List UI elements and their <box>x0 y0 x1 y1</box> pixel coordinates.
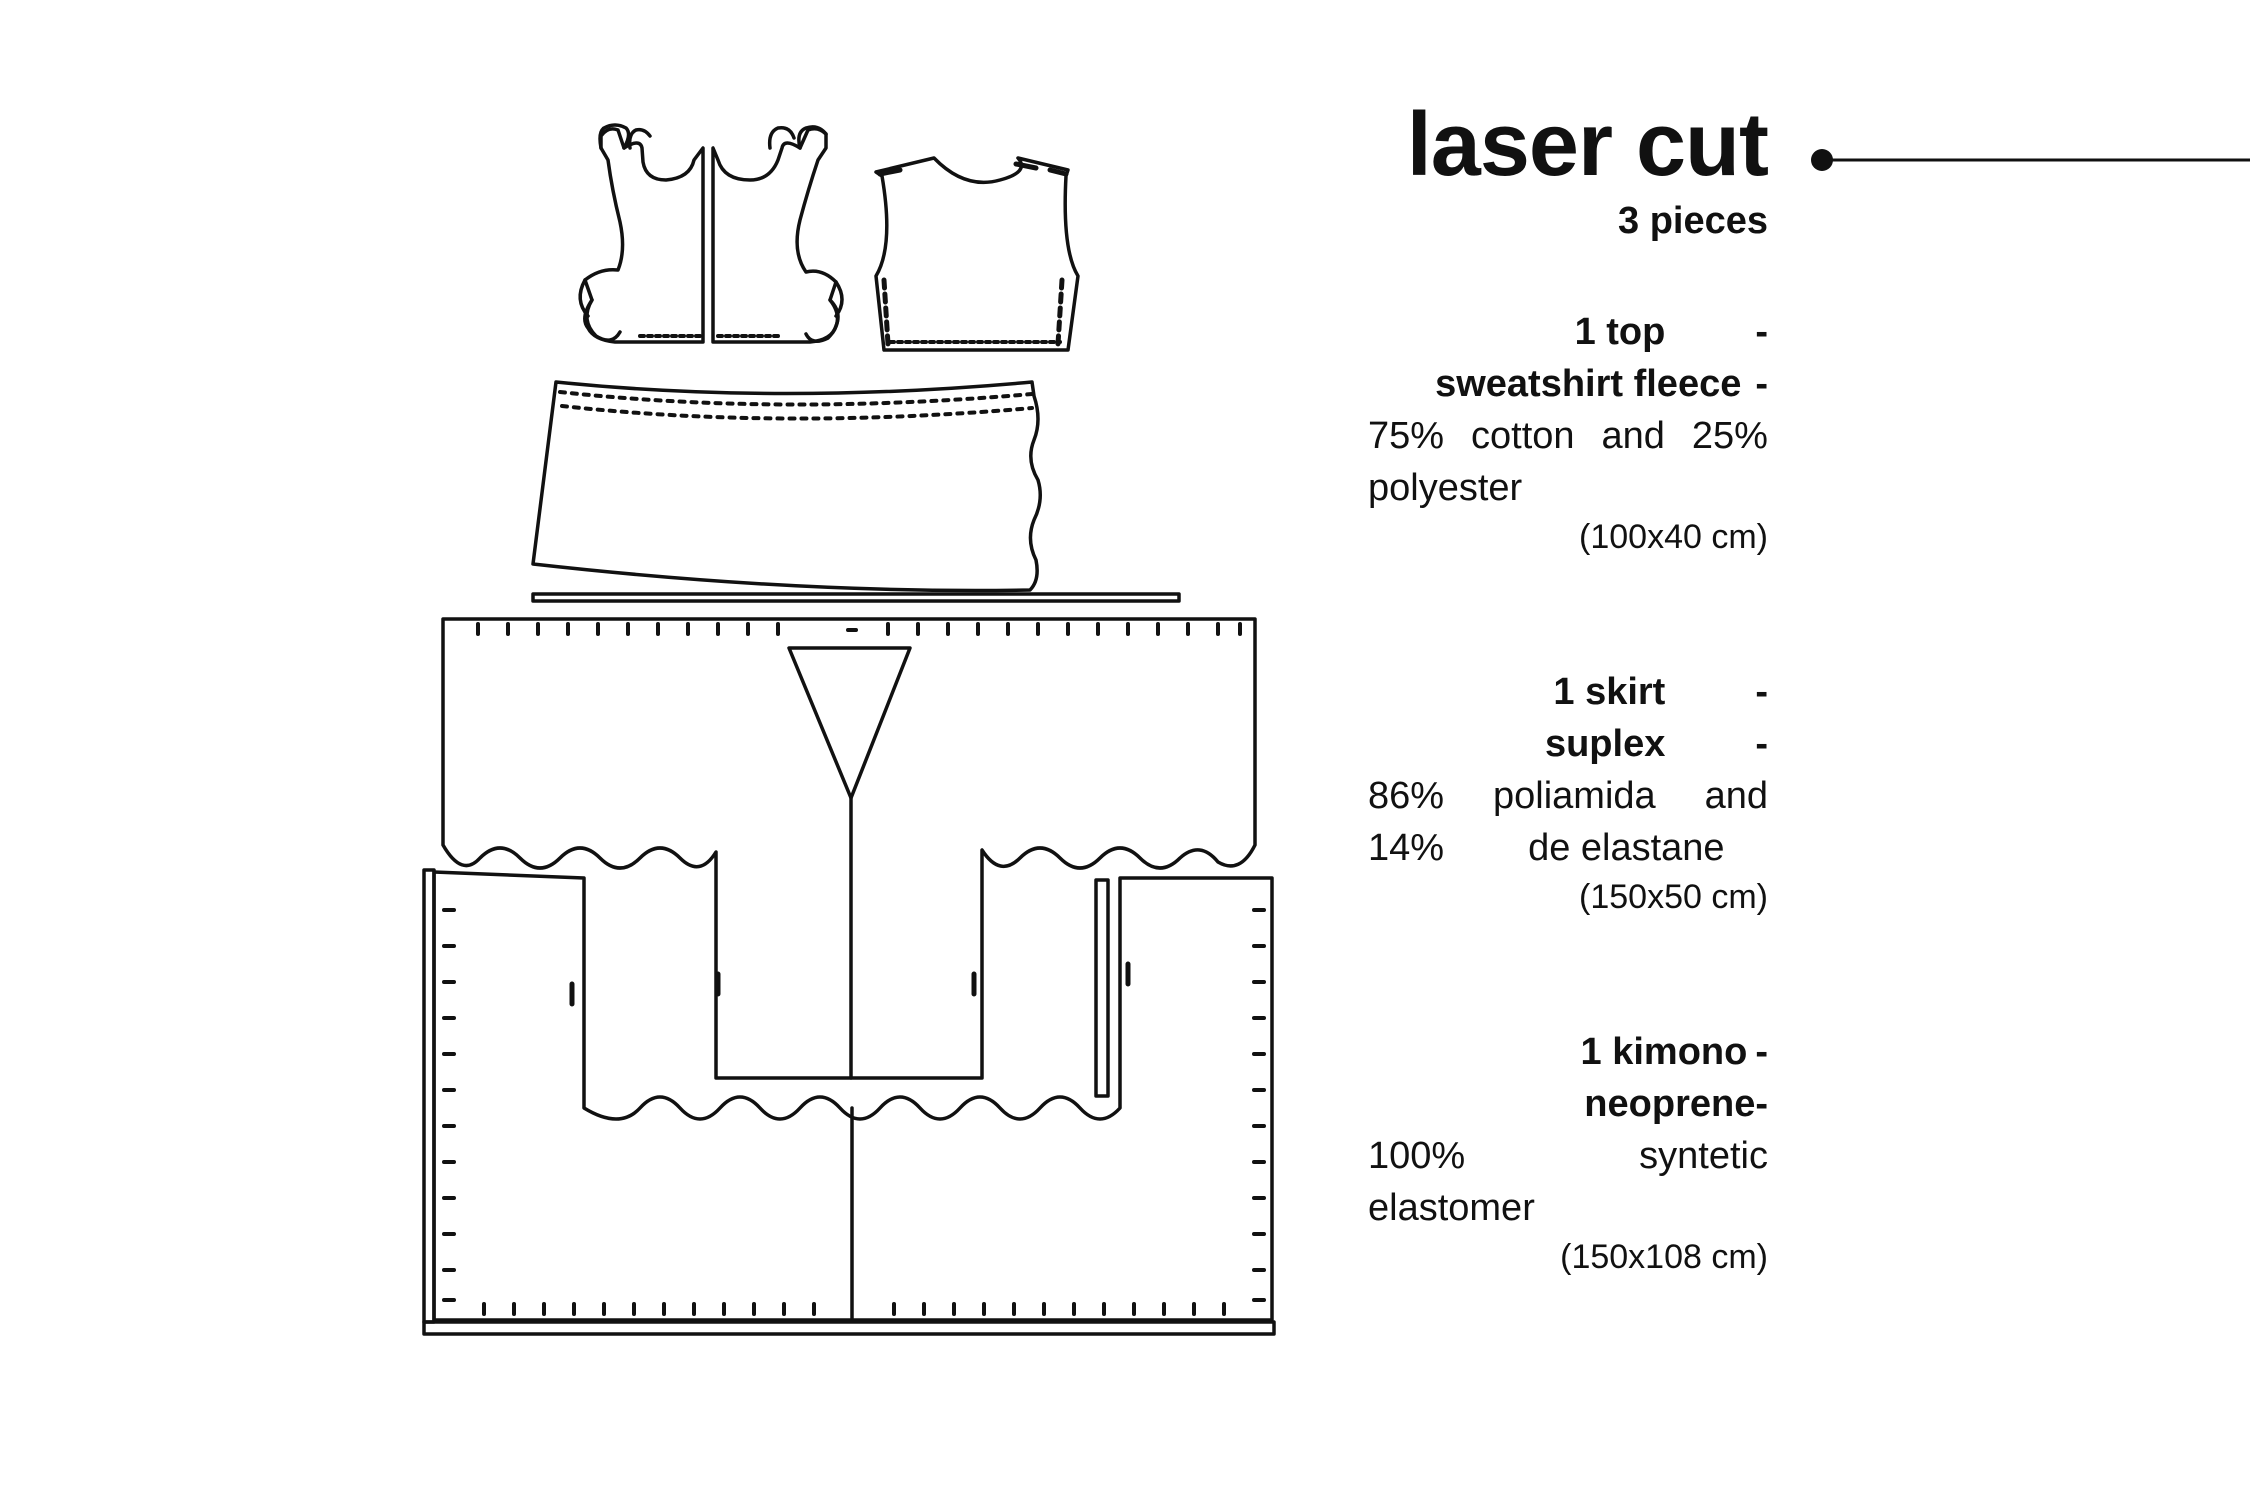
pattern-diagram <box>422 123 1276 1336</box>
skirt-piece <box>531 380 1181 603</box>
kimono-body-piece <box>422 868 1276 1336</box>
page-subtitle: 3 pieces <box>1618 200 1768 242</box>
piece-composition-2: 14% de elastane <box>1368 827 1725 869</box>
top-back-piece <box>874 156 1080 352</box>
piece-size: (100x40 cm) <box>1579 518 1768 556</box>
top-front-right-piece <box>711 125 844 344</box>
piece-kimono: 1 kimono- neoprene- 100% syntetic elasto… <box>1368 1026 1768 1280</box>
piece-composition-2: polyester <box>1368 467 1523 509</box>
piece-size: (150x50 cm) <box>1579 878 1768 916</box>
piece-composition-2: elastomer <box>1368 1187 1535 1229</box>
page-title: laser cut <box>1406 95 1769 195</box>
seam-ticks <box>442 622 1266 1316</box>
piece-material: sweatshirt fleece <box>1435 363 1742 405</box>
top-front-left-piece <box>578 123 705 344</box>
piece-composition: 86% poliamida and <box>1368 775 1768 817</box>
piece-size: (150x108 cm) <box>1560 1238 1768 1276</box>
piece-skirt: 1 skirt- suplex- 86% poliamida and 14% d… <box>1368 666 1768 920</box>
piece-material: suplex <box>1544 723 1666 765</box>
kimono-upper-piece <box>441 617 1257 1080</box>
title-connector-line <box>1811 149 2250 171</box>
piece-name: 1 skirt <box>1553 671 1666 713</box>
piece-name: 1 top <box>1574 311 1666 353</box>
piece-name: 1 kimono <box>1580 1031 1748 1073</box>
piece-top: 1 top- sweatshirt fleece- 75% cotton and… <box>1368 306 1768 560</box>
piece-composition: 75% cotton and 25% <box>1368 415 1768 457</box>
piece-material: neoprene <box>1584 1083 1756 1125</box>
piece-composition: 100% syntetic <box>1368 1135 1768 1177</box>
